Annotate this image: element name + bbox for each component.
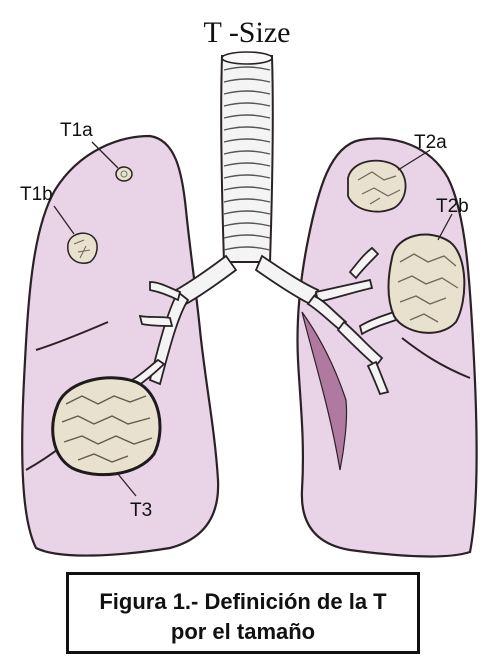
- label-t1a: T1a: [60, 120, 93, 141]
- figure-caption: Figura 1.- Definición de la T por el tam…: [66, 572, 420, 654]
- label-t2a: T2a: [414, 132, 447, 153]
- tumor-t2a: [348, 161, 406, 212]
- label-t1b: T1b: [20, 184, 53, 205]
- trachea: [221, 52, 273, 262]
- tumor-t1b: [68, 233, 97, 263]
- caption-line-2: por el tamaño: [69, 617, 417, 647]
- label-t2b: T2b: [436, 196, 469, 217]
- tumor-t1a: [116, 167, 132, 181]
- tumor-t3: [53, 378, 160, 475]
- caption-line-1: Figura 1.- Definición de la T: [69, 587, 417, 617]
- label-t3: T3: [130, 500, 152, 521]
- tumor-t2b: [389, 235, 465, 333]
